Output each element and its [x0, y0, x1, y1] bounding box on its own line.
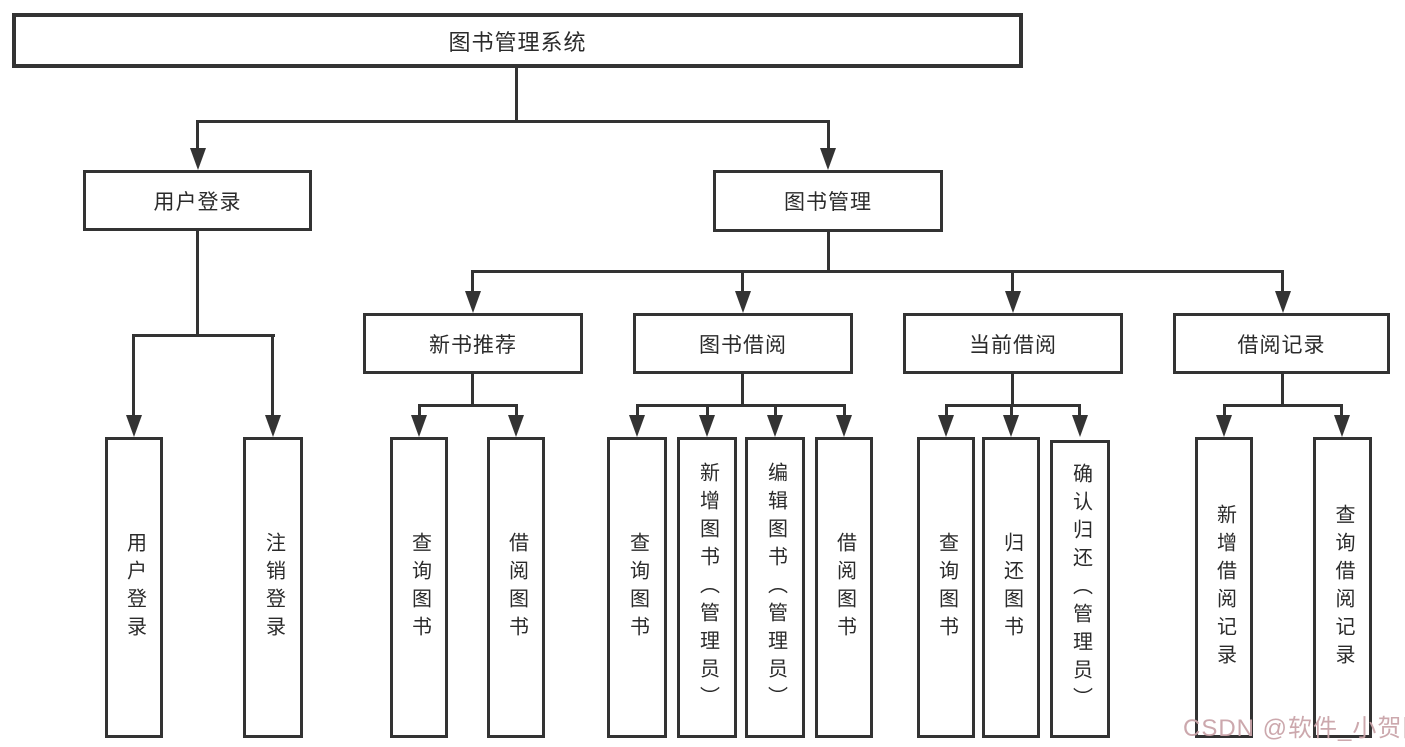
connector-stub-leaf-logout: [271, 334, 274, 418]
leaf-cb-confirm-return-admin-label: 确认归还（管理员）: [1069, 463, 1092, 715]
leaf-cb-confirm-return-admin: 确认归还（管理员）: [1050, 440, 1110, 738]
node-user-login: 用户登录: [83, 170, 312, 231]
leaf-bb-edit-books-admin-label: 编辑图书（管理员）: [764, 461, 787, 714]
node-new-book-recommend-label: 新书推荐: [429, 333, 517, 357]
node-root-label: 图书管理系统: [448, 29, 587, 55]
arrow-borrow-records: [1275, 291, 1291, 313]
connector-level3-hline: [471, 270, 1284, 273]
leaf-logout-label: 注销登录: [262, 531, 285, 644]
connector-stub-bb-query: [636, 404, 639, 418]
arrow-new-book: [465, 291, 481, 313]
arrow-leaf-login: [126, 415, 142, 437]
node-borrow-records: 借阅记录: [1173, 313, 1390, 374]
arrow-cb-query: [938, 415, 954, 437]
connector-stub-br-add: [1223, 404, 1226, 418]
connector-user-login-trunk: [196, 231, 199, 337]
leaf-cb-query-books: 查询图书: [917, 437, 975, 738]
leaf-nb-borrow-books-label: 借阅图书: [505, 531, 528, 644]
arrow-bb-query: [629, 415, 645, 437]
arrow-nb-borrow: [508, 415, 524, 437]
connector-stub-leaf-login: [132, 334, 135, 418]
node-new-book-recommend: 新书推荐: [363, 313, 583, 374]
connector-stub-new-book: [471, 270, 474, 294]
leaf-bb-edit-books-admin: 编辑图书（管理员）: [745, 437, 805, 738]
node-root: 图书管理系统: [12, 13, 1023, 68]
connector-stub-nb-query: [418, 404, 421, 418]
node-book-borrow: 图书借阅: [633, 313, 853, 374]
connector-book-mgmt-trunk: [827, 232, 830, 273]
connector-level2-hline: [196, 120, 830, 123]
connector-user-login-hline: [132, 334, 275, 337]
leaf-br-add-record-label: 新增借阅记录: [1213, 503, 1236, 672]
arrow-user-login: [190, 148, 206, 170]
leaf-user-login-label: 用户登录: [123, 531, 146, 644]
leaf-bb-add-books-admin-label: 新增图书（管理员）: [696, 461, 719, 714]
arrow-bb-edit: [767, 415, 783, 437]
node-borrow-records-label: 借阅记录: [1237, 333, 1326, 357]
arrow-cb-return: [1003, 415, 1019, 437]
connector-current-borrow-trunk: [1011, 374, 1014, 407]
leaf-br-query-record: 查询借阅记录: [1313, 437, 1372, 738]
node-user-login-label: 用户登录: [153, 190, 242, 214]
leaf-cb-return-books-label: 归还图书: [1000, 531, 1023, 644]
arrow-br-query: [1334, 415, 1350, 437]
leaf-bb-query-books: 查询图书: [607, 437, 667, 738]
connector-stub-cb-query: [945, 404, 948, 418]
connector-book-borrow-hline: [636, 404, 846, 407]
node-current-borrow-label: 当前借阅: [969, 333, 1057, 357]
leaf-user-login: 用户登录: [105, 437, 163, 738]
connector-new-book-hline: [418, 404, 518, 407]
connector-stub-bb-add: [706, 404, 709, 418]
csdn-watermark: CSDN @软件_小贺同学: [1183, 715, 1405, 742]
leaf-cb-return-books: 归还图书: [982, 437, 1040, 738]
connector-book-borrow-trunk: [741, 374, 744, 407]
connector-stub-bb-borrow: [843, 404, 846, 418]
connector-new-book-trunk: [471, 374, 474, 407]
leaf-nb-query-books-label: 查询图书: [408, 531, 431, 644]
leaf-bb-add-books-admin: 新增图书（管理员）: [677, 437, 737, 738]
leaf-bb-borrow-books-label: 借阅图书: [833, 531, 856, 644]
connector-stub-borrow-records: [1281, 270, 1284, 294]
arrow-leaf-logout: [265, 415, 281, 437]
connector-stub-book-mgmt: [827, 120, 830, 152]
node-book-management-label: 图书管理: [784, 191, 872, 214]
arrow-cb-confirm: [1072, 415, 1088, 437]
connector-stub-br-query: [1340, 404, 1343, 418]
connector-stub-user-login: [196, 120, 199, 152]
connector-current-borrow-hline: [945, 404, 1081, 407]
connector-borrow-records-hline: [1223, 404, 1343, 407]
arrow-current-borrow: [1005, 291, 1021, 313]
leaf-br-add-record: 新增借阅记录: [1195, 437, 1253, 738]
connector-stub-cb-confirm: [1078, 404, 1081, 418]
node-book-borrow-label: 图书借阅: [699, 333, 787, 357]
connector-root-trunk: [515, 66, 518, 123]
node-book-management: 图书管理: [713, 170, 943, 232]
connector-stub-bb-edit: [774, 404, 777, 418]
connector-stub-cb-return: [1010, 404, 1013, 418]
connector-stub-nb-borrow: [515, 404, 518, 418]
arrow-bb-add: [699, 415, 715, 437]
leaf-bb-borrow-books: 借阅图书: [815, 437, 873, 738]
node-current-borrow: 当前借阅: [903, 313, 1123, 374]
leaf-nb-borrow-books: 借阅图书: [487, 437, 545, 738]
leaf-cb-query-books-label: 查询图书: [935, 531, 958, 644]
arrow-book-borrow: [735, 291, 751, 313]
connector-borrow-records-trunk: [1281, 374, 1284, 407]
leaf-nb-query-books: 查询图书: [390, 437, 448, 738]
arrow-br-add: [1216, 415, 1232, 437]
connector-stub-book-borrow: [741, 270, 744, 294]
leaf-br-query-record-label: 查询借阅记录: [1332, 503, 1354, 672]
arrow-bb-borrow: [836, 415, 852, 437]
arrow-nb-query: [411, 415, 427, 437]
leaf-logout: 注销登录: [243, 437, 303, 738]
leaf-bb-query-books-label: 查询图书: [626, 531, 649, 644]
connector-stub-current-borrow: [1011, 270, 1014, 294]
arrow-book-mgmt: [820, 148, 836, 170]
